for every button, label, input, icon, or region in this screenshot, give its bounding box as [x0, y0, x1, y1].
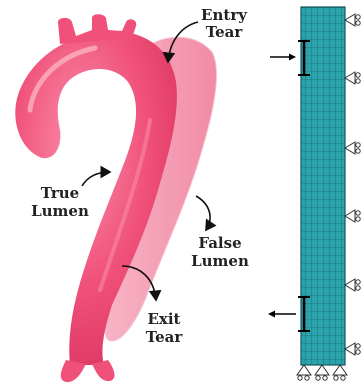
false-lumen-line1: False — [198, 234, 241, 252]
left-arrow-icon — [268, 311, 296, 318]
exit-tear-line2: Tear — [146, 328, 184, 346]
label-true-lumen: True Lumen — [31, 184, 89, 220]
triangle-roller-support-icon — [297, 365, 347, 380]
true-lumen-line2: Lumen — [31, 202, 89, 220]
entry-tear-line1: Entry — [201, 6, 248, 24]
entry-tear-line2: Tear — [206, 23, 244, 41]
left-arrow-icon — [270, 54, 296, 61]
triangle-roller-support-icon — [345, 14, 360, 355]
label-entry-tear: Entry Tear — [201, 6, 248, 41]
exit-tear-line1: Exit — [147, 310, 180, 328]
true-lumen-line1: True — [41, 184, 79, 202]
lower-load — [268, 297, 310, 331]
curved-arrow-icon — [196, 196, 210, 230]
mesh-strip — [301, 7, 345, 365]
label-exit-tear: Exit Tear — [146, 310, 184, 346]
upper-load — [270, 41, 310, 75]
curved-arrow-icon — [82, 172, 110, 186]
fe-mesh-model — [268, 7, 360, 380]
label-false-lumen: False Lumen — [191, 234, 249, 270]
false-lumen-line2: Lumen — [191, 252, 249, 270]
